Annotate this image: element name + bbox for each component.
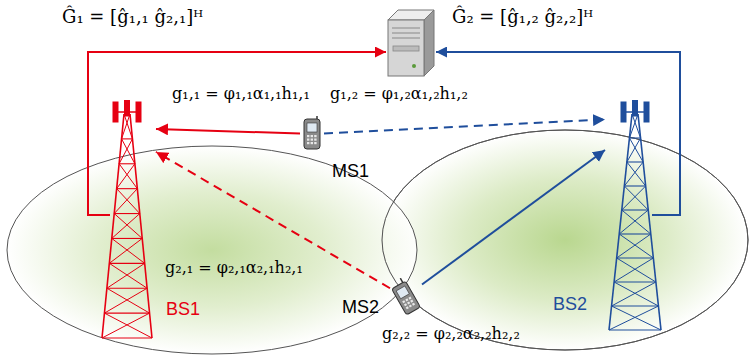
base-station: BS1 xyxy=(98,100,156,340)
backhaul-line xyxy=(436,52,680,215)
channel-equation: g₂,₂ = φ₂,₂α₂,₂h₂,₂ xyxy=(382,324,520,343)
channel-equation: g₂,₁ = φ₂,₁α₂,₁h₂,₁ xyxy=(165,258,303,277)
mobile-station: MS1 xyxy=(300,116,324,152)
station-label: BS1 xyxy=(166,300,200,320)
station-label: MS2 xyxy=(342,298,379,318)
mobile-station: MS2 xyxy=(390,278,422,318)
cell-area xyxy=(382,130,748,350)
radio-link xyxy=(324,119,605,133)
radio-link xyxy=(156,129,300,134)
channel-equation: g₁,₁ = φ₁,₁α₁,₁h₁,₁ xyxy=(172,84,310,103)
matrix-equation: Ĝ₂ = [ĝ₁,₂ ĝ₂,₂]ᴴ xyxy=(452,6,593,28)
station-label: MS1 xyxy=(332,162,369,182)
base-station: BS2 xyxy=(605,100,665,332)
radio-link xyxy=(422,150,605,284)
tower-symbol xyxy=(605,100,665,332)
station-label: BS2 xyxy=(553,295,587,315)
cell-border xyxy=(382,130,748,350)
channel-equation: g₁,₂ = φ₁,₂α₁,₂h₁,₂ xyxy=(330,84,468,103)
phone-symbol xyxy=(390,278,422,318)
server-icon xyxy=(388,10,434,76)
cell-area xyxy=(7,146,417,354)
phone-symbol xyxy=(300,116,324,152)
matrix-equation: Ĝ₁ = [ĝ₁,₁ ĝ₂,₁]ᴴ xyxy=(62,6,203,28)
tower-symbol xyxy=(98,100,156,340)
radio-link xyxy=(156,152,390,288)
